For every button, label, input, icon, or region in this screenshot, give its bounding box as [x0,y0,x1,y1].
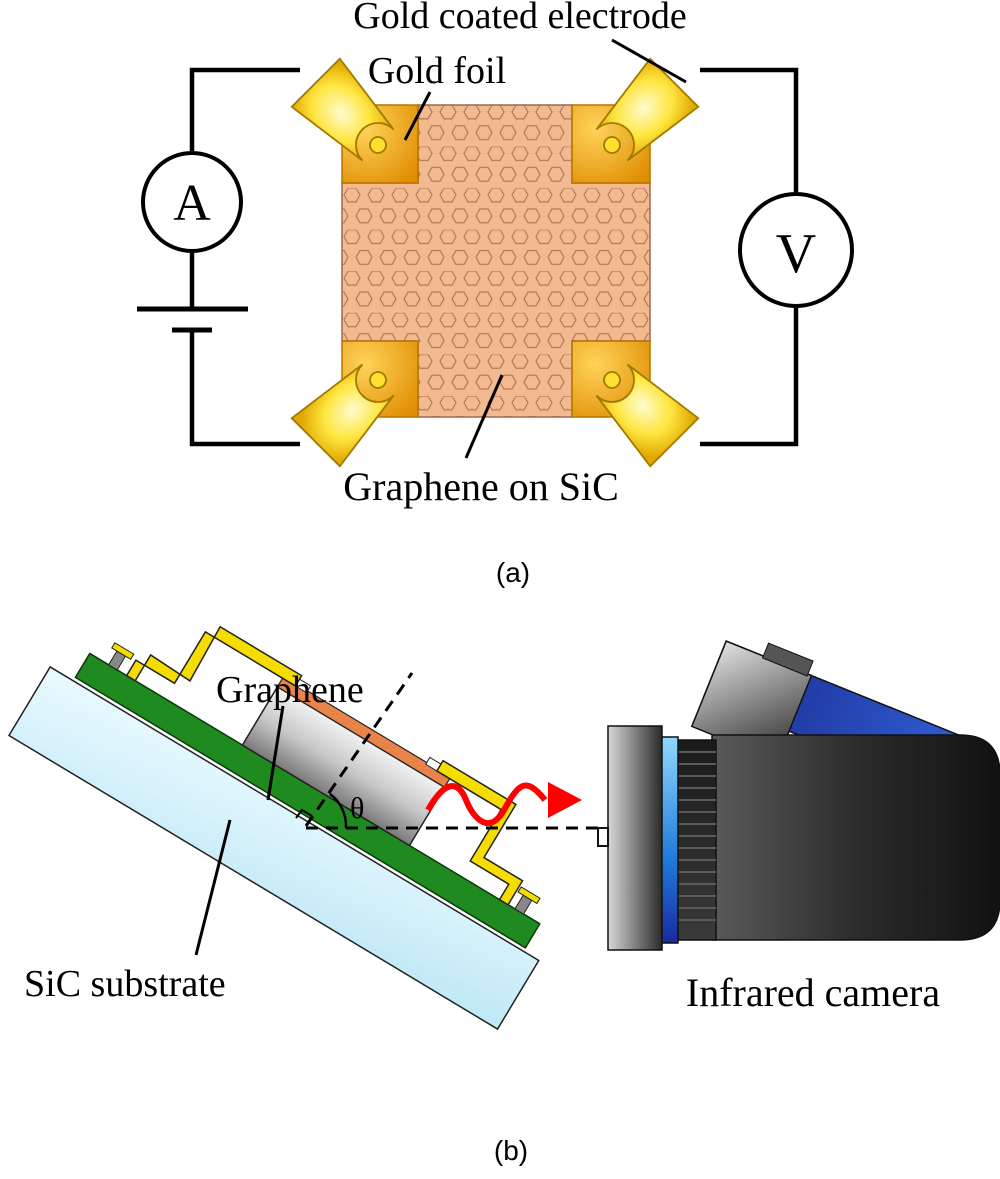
voltmeter: V [738,192,854,308]
lens-front [607,725,663,951]
infrared-camera [597,640,1000,951]
normal-line [304,672,414,827]
clamp-right [435,759,524,906]
angle-arc [329,792,348,829]
label-sic-substrate: SiC substrate [24,963,226,1005]
angle-theta: θ [350,792,364,825]
camera-body [711,734,1000,941]
panel-b: θ [7,625,1000,1166]
beam-lines [295,672,598,830]
electrode-bottom-right [595,363,700,468]
label-graphene: Graphene [216,669,364,711]
ir-wave [425,782,582,826]
label-infrared-camera: Infrared camera [686,970,940,1015]
caption-a: (a) [496,557,530,588]
clamp-left [125,625,303,687]
ammeter: A [141,151,243,253]
glass-slide [7,665,540,1031]
electrode-top-right [595,57,700,162]
graphene-layer [276,675,452,789]
ammeter-symbol: A [173,175,211,232]
caption-b: (b) [494,1135,528,1166]
leader-lines-b [194,705,285,956]
voltmeter-symbol: V [776,223,816,285]
label-gold-foil: Gold foil [368,50,506,92]
leader-lines-a [403,38,687,459]
label-gold-coated-electrode: Gold coated electrode [353,0,686,37]
sample-assembly [7,625,541,1031]
electrode-bottom-left [290,363,395,468]
battery [137,306,248,333]
panel-a: A V [137,0,854,588]
electrode-top-left [290,57,395,162]
electrodes [290,57,700,468]
circuit-wires [189,67,799,447]
lens-barrel [675,739,717,941]
label-graphene-on-sic: Graphene on SiC [343,464,619,509]
